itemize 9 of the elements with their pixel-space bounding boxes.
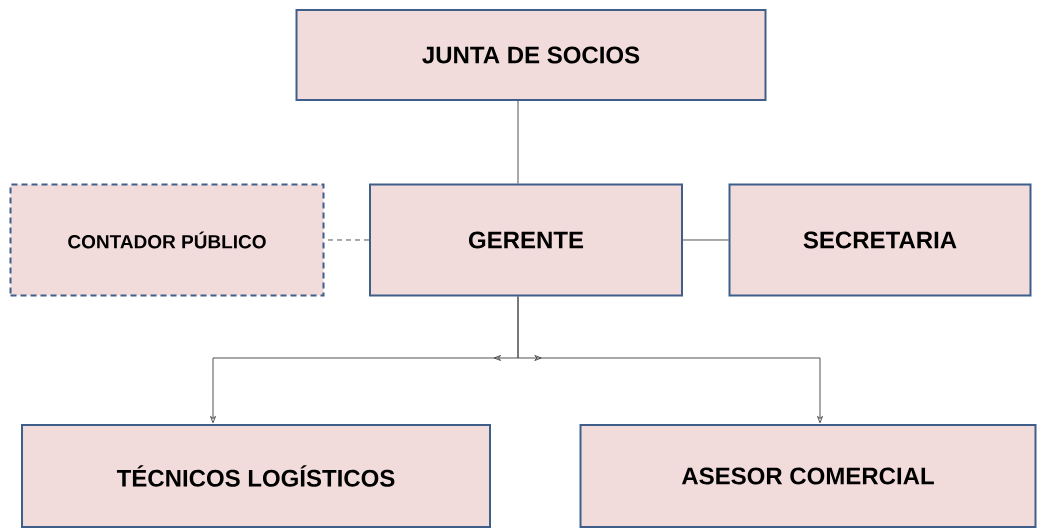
org-box: TÉCNICOS LOGÍSTICOS [21, 424, 491, 528]
connector [517, 100, 519, 184]
org-box: ASESOR COMERCIAL [579, 424, 1037, 528]
org-box: SECRETARIA [728, 183, 1032, 297]
org-box: GERENTE [369, 183, 683, 297]
connector [682, 239, 729, 241]
org-box: JUNTA DE SOCIOS [295, 9, 767, 101]
connector [517, 296, 823, 424]
org-box: CONTADOR PÚBLICO [9, 183, 325, 297]
